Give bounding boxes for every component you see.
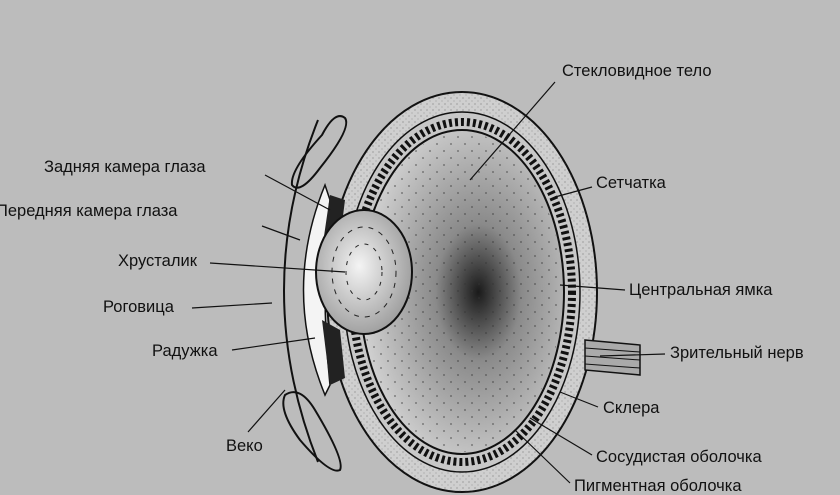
upper-eyelid [290, 115, 348, 189]
iris-lower [322, 320, 345, 385]
leader-anterior-chamber [261, 225, 301, 241]
leader-lines [191, 81, 666, 484]
label-anterior-chamber: Передняя камера глаза [0, 202, 178, 220]
lens [315, 209, 413, 335]
label-cornea: Роговица [103, 298, 174, 316]
leader-sclera [559, 391, 599, 408]
label-retina: Сетчатка [596, 174, 666, 192]
optic-nerve-fibers [584, 347, 641, 369]
label-iris: Радужка [152, 342, 218, 360]
cornea [283, 119, 319, 463]
leader-cornea [191, 302, 273, 309]
leader-pigment [514, 429, 571, 484]
leader-posterior-chamber [264, 174, 331, 211]
leader-choroid [529, 417, 593, 456]
label-lens: Хрусталик [118, 252, 197, 270]
label-vitreous: Стекловидное тело [562, 62, 712, 80]
label-choroid: Сосудистая оболочка [596, 448, 762, 466]
label-optic-nerve: Зрительный нерв [670, 344, 804, 362]
leader-optic-nerve [599, 353, 666, 357]
leader-iris [231, 337, 316, 351]
leader-eyelid [247, 389, 286, 433]
label-fovea: Центральная ямка [629, 281, 773, 299]
leader-retina [554, 186, 593, 198]
lens-ring-inner [345, 243, 383, 301]
label-sclera: Склера [603, 399, 660, 417]
lower-eyelid [282, 391, 342, 472]
leader-lens [209, 262, 346, 273]
lens-ring-outer [331, 226, 397, 318]
vitreous-dots [362, 132, 562, 452]
leader-fovea [559, 284, 626, 291]
label-pigment: Пигментная оболочка [574, 477, 742, 495]
leader-vitreous [469, 81, 556, 181]
label-posterior-chamber: Задняя камера глаза [44, 158, 206, 176]
label-eyelid: Веко [226, 437, 263, 455]
